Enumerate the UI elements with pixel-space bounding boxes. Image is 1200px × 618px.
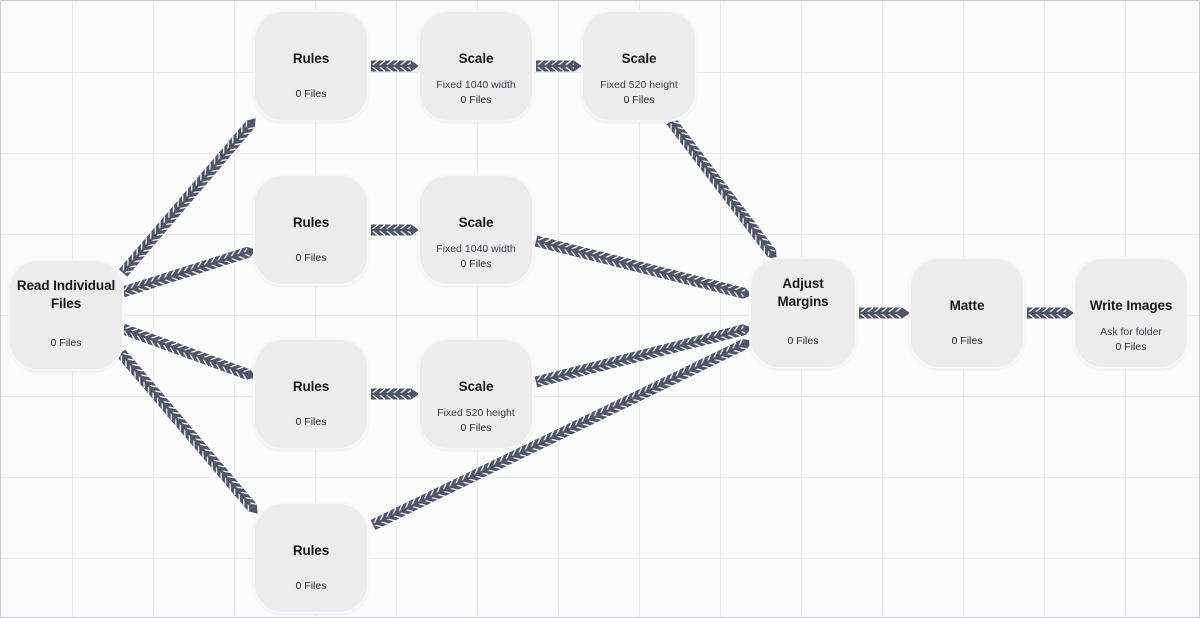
- node-rules-1[interactable]: Rules 0 Files: [253, 10, 369, 122]
- node-file-count: 0 Files: [460, 93, 492, 106]
- node-title: Scale: [621, 51, 657, 66]
- edge-connector[interactable]: [371, 388, 419, 400]
- edge-band: [534, 324, 746, 388]
- node-file-count: 0 Files: [460, 257, 492, 270]
- node-subtitle: Fixed 1040 width: [436, 78, 516, 91]
- node-title: Scale: [458, 51, 494, 66]
- edge-band: [1027, 307, 1066, 319]
- edge-connector[interactable]: [534, 322, 754, 388]
- node-title: Write Images: [1089, 298, 1173, 313]
- node-title: Adjust Margins: [777, 276, 829, 309]
- edge-band: [371, 224, 411, 236]
- node-title: Rules: [292, 215, 330, 230]
- edge-band: [536, 60, 574, 72]
- node-file-count: 0 Files: [951, 334, 983, 347]
- edge-band: [121, 323, 251, 380]
- edge-connector[interactable]: [536, 60, 582, 72]
- edge-connector[interactable]: [371, 224, 419, 236]
- edge-band: [666, 117, 777, 257]
- node-rules-4[interactable]: Rules 0 Files: [253, 502, 369, 614]
- node-rules-3[interactable]: Rules 0 Files: [253, 338, 369, 450]
- edge-connector[interactable]: [118, 115, 260, 277]
- node-file-count: 0 Files: [787, 334, 819, 347]
- edge-connector[interactable]: [666, 117, 781, 263]
- node-file-count: 0 Files: [295, 415, 327, 428]
- edge-connector[interactable]: [859, 307, 910, 319]
- node-file-count: 0 Files: [295, 251, 327, 264]
- node-title: Rules: [292, 51, 330, 66]
- node-file-count: 0 Files: [460, 421, 492, 434]
- node-file-count: 0 Files: [295, 87, 327, 100]
- node-title: Matte: [949, 298, 985, 313]
- node-read-individual-files[interactable]: Read Individual Files 0 Files: [8, 259, 124, 371]
- edge-band: [118, 120, 255, 277]
- node-title: Read Individual Files: [16, 278, 116, 311]
- edge-band: [859, 307, 902, 319]
- edge-band: [534, 235, 746, 299]
- edge-band: [371, 60, 411, 72]
- edge-band: [116, 349, 257, 512]
- edge-connector[interactable]: [121, 244, 257, 298]
- node-title: Scale: [458, 379, 494, 394]
- edge-band: [121, 246, 250, 298]
- node-title: Rules: [292, 379, 330, 394]
- edge-connector[interactable]: [1027, 307, 1074, 319]
- node-title: Rules: [292, 543, 330, 558]
- node-file-count: 0 Files: [50, 336, 82, 349]
- edge-connector[interactable]: [371, 60, 419, 72]
- node-file-count: 0 Files: [1115, 340, 1147, 353]
- node-title: Scale: [458, 215, 494, 230]
- node-subtitle: Fixed 1040 width: [436, 242, 516, 255]
- node-subtitle: Fixed 520 height: [600, 78, 678, 91]
- node-file-count: 0 Files: [295, 579, 327, 592]
- edge-arrowhead-icon: [246, 118, 256, 128]
- node-subtitle: Fixed 520 height: [437, 406, 515, 419]
- node-subtitle: Ask for folder: [1100, 325, 1162, 338]
- edge-connector[interactable]: [121, 323, 258, 383]
- node-file-count: 0 Files: [623, 93, 655, 106]
- edge-band: [371, 388, 411, 400]
- edge-connector[interactable]: [116, 349, 262, 517]
- node-rules-2[interactable]: Rules 0 Files: [253, 174, 369, 286]
- node-matte[interactable]: Matte 0 Files: [909, 257, 1025, 369]
- edge-connector[interactable]: [534, 235, 754, 301]
- node-adjust-margins[interactable]: Adjust Margins 0 Files: [749, 257, 857, 369]
